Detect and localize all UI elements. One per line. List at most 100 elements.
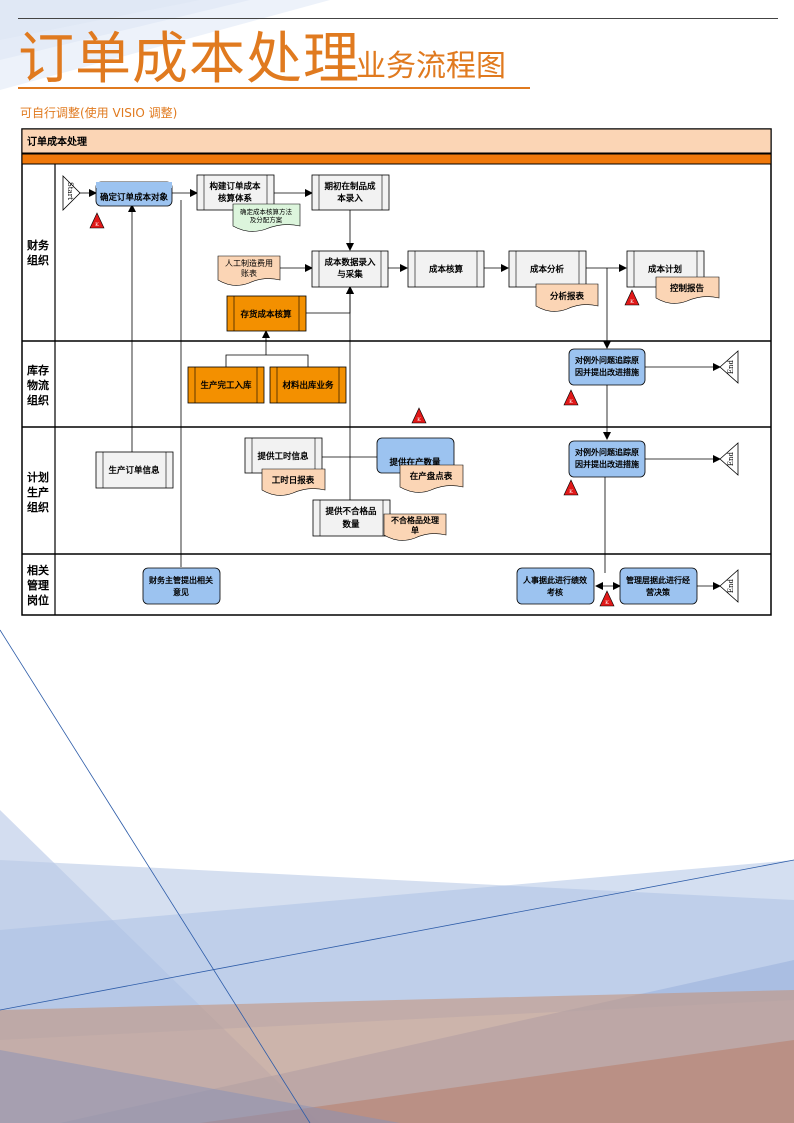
header-rule: [18, 18, 778, 19]
page-title-suffix: 业务流程图: [356, 49, 506, 84]
svg-text:因并提出改进措施: 因并提出改进措施: [575, 459, 639, 469]
title-underline: [18, 87, 530, 89]
svg-text:管理层据此进行经: 管理层据此进行经: [626, 575, 690, 585]
svg-text:End: End: [727, 578, 735, 593]
svg-text:生产: 生产: [27, 485, 49, 499]
svg-text:材料出库业务: 材料出库业务: [281, 380, 334, 391]
svg-text:数量: 数量: [342, 519, 360, 530]
lane-label-planning: 计划 生产 组织: [27, 470, 49, 514]
risk-icon: K: [599, 590, 615, 607]
svg-text:提供不合格品: 提供不合格品: [325, 506, 377, 517]
svg-text:人事据此进行绩效: 人事据此进行绩效: [523, 575, 587, 585]
svg-text:End: End: [727, 451, 735, 466]
risk-icon: K: [89, 212, 105, 229]
node-exception-track-2: 对例外问题追踪原 因并提出改进措施: [568, 440, 646, 478]
svg-text:K: K: [95, 222, 99, 228]
risk-icon: K: [624, 289, 640, 306]
risk-icon: K: [563, 389, 579, 406]
svg-text:对例外问题追踪原: 对例外问题追踪原: [575, 355, 639, 365]
node-data-entry: 成本数据录入 与采集: [311, 250, 389, 288]
doc-defect: 不合格品处理 单: [383, 513, 447, 541]
svg-text:K: K: [569, 399, 573, 405]
end-node: End: [719, 350, 739, 384]
node-finance-opinion: 财务主管提出相关 意见: [142, 567, 221, 605]
svg-text:相关: 相关: [27, 563, 49, 577]
node-wip-qty: 提供在产数量: [376, 437, 455, 474]
svg-text:组织: 组织: [27, 253, 49, 267]
svg-text:人工制造费用: 人工制造费用: [225, 258, 273, 268]
node-mgmt-decision: 管理层据此进行经 营决策: [619, 567, 698, 605]
doc-control-report: 控制报告: [655, 276, 720, 304]
doc-manual-account: 人工制造费用 账表: [217, 255, 281, 286]
node-hr-review: 人事据此进行绩效 考核: [516, 567, 595, 605]
svg-text:单: 单: [411, 525, 419, 535]
svg-text:组织: 组织: [27, 393, 49, 407]
node-material-out: 材料出库业务: [269, 366, 347, 404]
svg-text:库存: 库存: [27, 363, 49, 377]
svg-text:End: End: [727, 359, 735, 374]
risk-icon: K: [563, 479, 579, 496]
svg-text:管理: 管理: [27, 578, 49, 592]
page-subtitle: 可自行调整(使用 VISIO 调整): [20, 106, 178, 120]
node-confirm-object: 确定订单成本对象: [95, 181, 173, 207]
node-defect-qty: 提供不合格品 数量: [312, 499, 391, 537]
svg-text:及分配方案: 及分配方案: [250, 215, 283, 224]
node-stock-costing: 存货成本核算: [226, 295, 307, 332]
svg-text:生产订单信息: 生产订单信息: [108, 465, 160, 476]
lane-label-inventory: 库存 物流 组织: [27, 363, 49, 407]
svg-text:核算体系: 核算体系: [218, 193, 253, 204]
end-node: End: [719, 442, 739, 476]
doc-wip-count: 在产盘点表: [399, 464, 464, 493]
svg-text:存货成本核算: 存货成本核算: [239, 309, 292, 320]
svg-text:K: K: [630, 299, 634, 305]
lane-label-related: 相关 管理 岗位: [27, 563, 49, 607]
start-node: Start: [62, 175, 81, 211]
svg-text:计划: 计划: [27, 470, 49, 484]
doc-labor-daily: 工时日报表: [261, 468, 326, 496]
lane-label-finance: 财务 组织: [26, 238, 50, 267]
svg-text:与采集: 与采集: [337, 269, 363, 280]
svg-text:组织: 组织: [27, 500, 49, 514]
svg-text:不合格品处理: 不合格品处理: [391, 515, 439, 525]
svg-text:成本核算: 成本核算: [429, 264, 464, 275]
svg-text:营决策: 营决策: [646, 587, 671, 597]
svg-text:成本分析: 成本分析: [530, 264, 565, 275]
node-production-order: 生产订单信息: [95, 451, 174, 489]
svg-text:物流: 物流: [27, 378, 49, 392]
node-wip-entry: 期初在制品成 本录入: [311, 174, 390, 211]
end-node: End: [719, 569, 739, 603]
node-cost-analysis: 成本分析: [508, 250, 587, 288]
doc-analysis-report: 分析报表: [535, 283, 599, 312]
svg-text:确定订单成本对象: 确定订单成本对象: [100, 192, 169, 203]
svg-text:分析报表: 分析报表: [550, 291, 585, 302]
svg-text:控制报告: 控制报告: [670, 283, 705, 294]
pool-band: [21, 153, 772, 165]
svg-text:K: K: [605, 600, 609, 606]
node-finished-goods: 生产完工入库: [187, 366, 265, 404]
pool-title: 订单成本处理: [27, 135, 87, 148]
svg-text:构建订单成本: 构建订单成本: [209, 181, 261, 192]
svg-text:Start: Start: [66, 182, 74, 200]
doc-method: 确定成本核算方法 及分配方案: [232, 203, 301, 232]
page-title: 订单成本处理: [18, 27, 360, 92]
svg-text:K: K: [569, 489, 573, 495]
svg-text:成本计划: 成本计划: [648, 264, 682, 275]
svg-text:因并提出改进措施: 因并提出改进措施: [575, 367, 639, 377]
node-labor-hours: 提供工时信息: [244, 437, 323, 474]
svg-text:意见: 意见: [173, 587, 189, 597]
svg-text:成本数据录入: 成本数据录入: [324, 257, 376, 268]
svg-text:考核: 考核: [547, 587, 563, 597]
node-cost-accounting: 成本核算: [407, 250, 485, 288]
risk-icon: K: [411, 407, 427, 424]
svg-text:提供在产数量: 提供在产数量: [389, 457, 441, 468]
svg-text:生产完工入库: 生产完工入库: [200, 380, 252, 391]
svg-text:确定成本核算方法: 确定成本核算方法: [240, 207, 293, 216]
svg-text:提供工时信息: 提供工时信息: [257, 451, 309, 462]
svg-text:账表: 账表: [241, 268, 257, 278]
pool-title-bar: [21, 128, 772, 154]
svg-text:岗位: 岗位: [27, 593, 49, 607]
svg-text:财务主管提出相关: 财务主管提出相关: [148, 575, 213, 585]
node-exception-track-1: 对例外问题追踪原 因并提出改进措施: [568, 348, 646, 386]
